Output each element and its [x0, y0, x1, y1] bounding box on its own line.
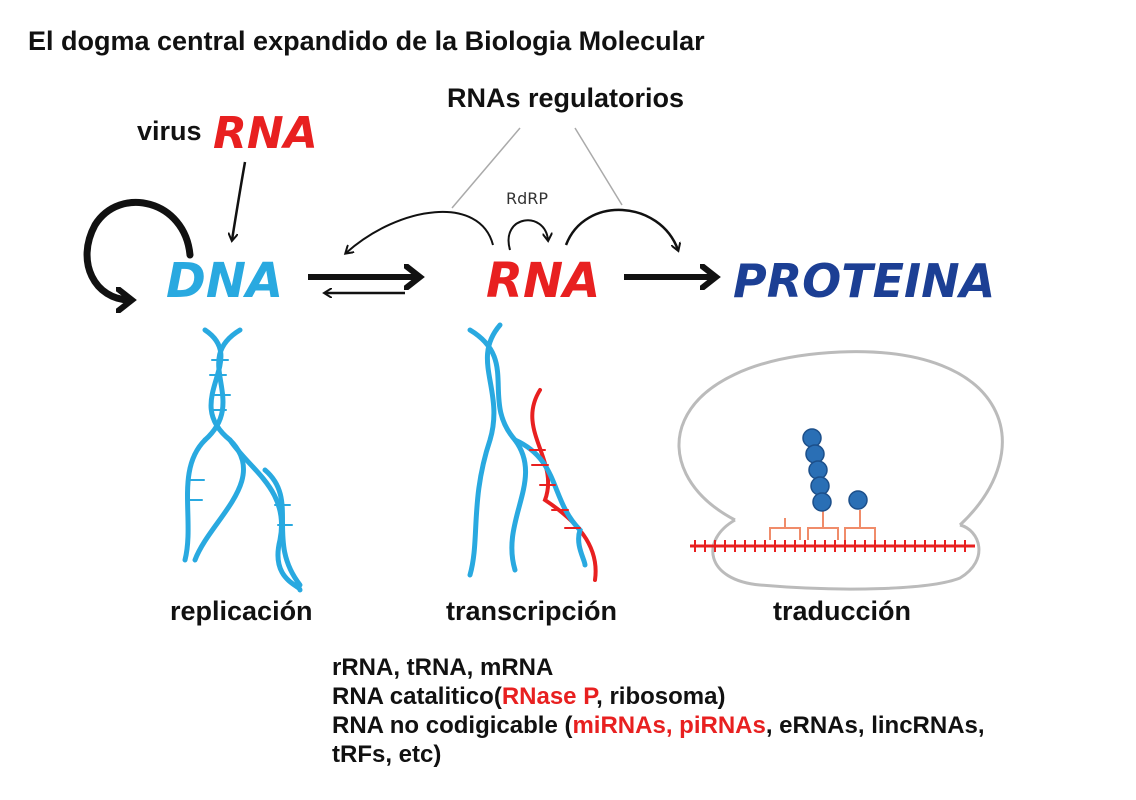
list-line-4: tRFs, etc) — [332, 741, 442, 768]
rna-types-list: rRNA, tRNA, mRNA RNA catalitico(RNase P,… — [332, 653, 1112, 769]
virus-rna-label: RNA — [213, 108, 318, 159]
amino-acid-chain — [802, 428, 868, 512]
label-rnas-regulatorios: RNAs regulatorios — [447, 83, 685, 113]
list-line-2-a: RNA catalitico( — [332, 683, 502, 710]
rna-label: RNA — [486, 253, 600, 309]
regulatory-line-left — [451, 127, 521, 209]
proteina-label: PROTEINA — [733, 254, 995, 308]
list-line-3: RNA no codigicable (miRNAs, piRNAs, eRNA… — [332, 711, 1112, 740]
list-line-3-red: miRNAs, piRNAs — [572, 712, 766, 739]
replication-helix-graphic — [182, 327, 303, 593]
rdrp-loop-arrow — [507, 219, 548, 251]
mrna-ticks — [694, 540, 966, 552]
list-line-3-a: RNA no codigicable ( — [332, 712, 573, 739]
list-line-2-red: RNase P — [501, 683, 597, 710]
process-replicacion: replicación — [170, 596, 313, 626]
list-line-2: RNA catalitico(RNase P, ribosoma) — [332, 682, 1112, 711]
ribosome-graphic — [677, 350, 1004, 591]
process-traduccion: traducción — [773, 596, 912, 626]
list-line-3-b: , eRNAs, lincRNAs, — [765, 712, 985, 739]
rdrp-label: RdRP — [506, 189, 548, 208]
regulatory-line-right — [574, 127, 623, 206]
list-line-1: rRNA, tRNA, mRNA — [332, 654, 554, 681]
replication-loop-arrow — [83, 199, 194, 300]
diagram-title: El dogma central expandido de la Biologi… — [28, 26, 705, 56]
virus-to-dna-arrow — [232, 161, 247, 240]
list-line-2-b: , ribosoma) — [596, 683, 726, 710]
trna-graphic — [769, 510, 876, 540]
rna-to-dna-arc — [346, 210, 494, 253]
process-transcripcion: transcripción — [446, 596, 618, 626]
transcription-helix-graphic — [467, 322, 598, 582]
rna-to-protein-arc — [564, 208, 678, 250]
dna-label: DNA — [166, 253, 283, 309]
label-virus: virus — [137, 116, 202, 146]
